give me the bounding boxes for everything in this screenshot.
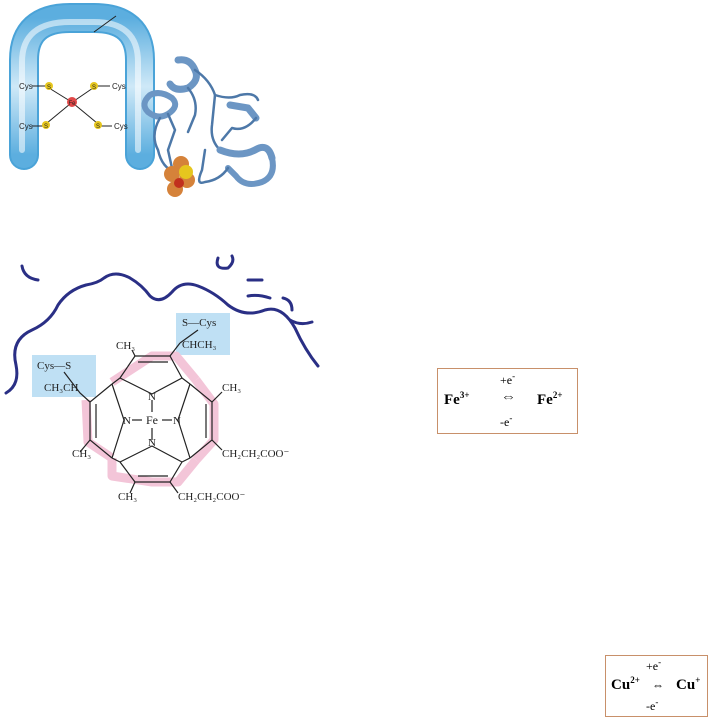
cys-top-chch3: CHCH₃	[182, 339, 217, 351]
iron-sulfur-cluster	[164, 156, 195, 197]
methyl-bottom: CH₃	[118, 491, 137, 503]
methyl-left: CH₃	[72, 448, 91, 460]
cys-box-top	[176, 313, 230, 355]
copper-oxidized: Cu2+	[611, 675, 640, 693]
cys-label: Cys	[114, 122, 128, 131]
iron-atom	[67, 97, 77, 107]
methyl-top: CH₃	[116, 340, 135, 352]
copper-reduced: Cu+	[676, 675, 701, 693]
sulfur-label: S	[92, 85, 96, 91]
sulfur-label: S	[47, 85, 51, 91]
heme-nitrogen-label: N	[173, 415, 181, 427]
iron-oxidized: Fe3+	[444, 390, 470, 408]
rubredoxin-iron-label: Fe	[68, 101, 76, 107]
peptide-tube	[9, 3, 155, 170]
tube-pointer-line	[93, 15, 117, 33]
iron-gain-electron: +e-	[500, 371, 516, 387]
sulfur-label: S	[96, 124, 100, 130]
copper-redox-box: +e- Cu2+ ⇔ Cu+ -e-	[605, 655, 708, 717]
heme-nitrogen-label: N	[148, 391, 156, 403]
methyl-right: CH₃	[222, 382, 241, 394]
equilibrium-arrow-icon: ⇔	[501, 389, 516, 405]
heme-nitrogen-label: N	[148, 437, 156, 449]
iron-reduced: Fe2+	[537, 390, 563, 408]
equilibrium-arrow-icon: ⇔	[652, 678, 664, 692]
sulfur-atom	[45, 82, 53, 90]
heme-iron-label: Fe	[146, 413, 158, 427]
cys-left-ch3ch: CH₃CH	[44, 382, 78, 394]
sulfur-atom	[42, 121, 50, 129]
copper-lose-electron: -e-	[646, 697, 659, 713]
copper-gain-electron: +e-	[646, 657, 662, 673]
cys-label: Cys	[19, 122, 33, 131]
peptide-backbone	[4, 272, 320, 395]
sulfur-atom	[90, 82, 98, 90]
propionate-bottom: CH₂CH₂COO⁻	[178, 491, 245, 503]
iron-lose-electron: -e-	[500, 413, 513, 429]
heme-nitrogen-label: N	[123, 415, 131, 427]
sulfur-label: S	[44, 124, 48, 130]
cys-label: Cys	[19, 82, 33, 91]
cys-top-label: S—Cys	[182, 317, 216, 329]
iron-redox-box: +e- Fe3+ ⇔ Fe2+ -e-	[437, 368, 578, 434]
cys-left-label: Cys—S	[37, 360, 71, 372]
cys-label: Cys	[112, 82, 126, 91]
propionate-right: CH₂CH₂COO⁻	[222, 448, 289, 460]
sulfur-atom	[94, 121, 102, 129]
cys-box-left	[32, 355, 96, 397]
